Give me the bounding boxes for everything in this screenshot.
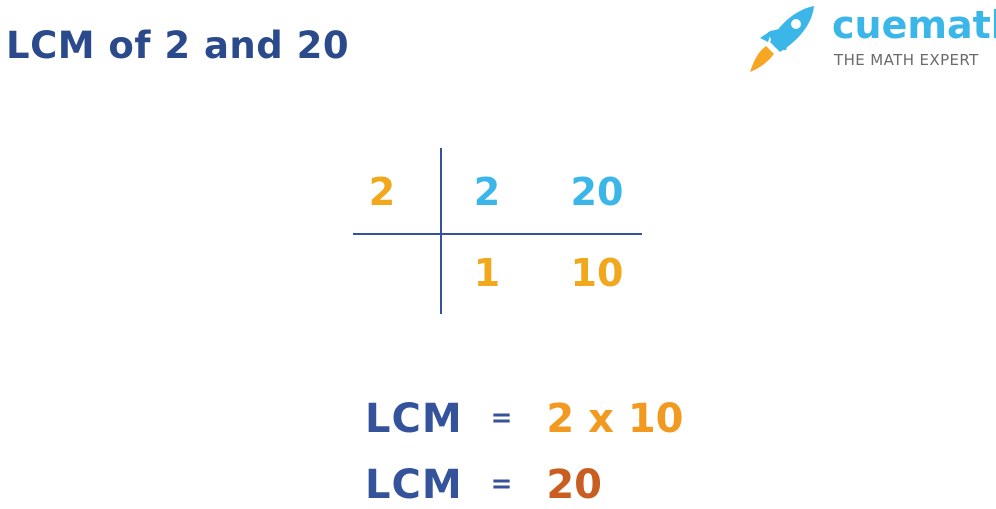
quotient-2: 10 — [570, 251, 624, 295]
vertical-divider — [440, 148, 442, 314]
equation-1-rhs: 2 x 10 — [546, 396, 684, 442]
dividend-2: 20 — [570, 170, 624, 214]
divisor: 2 — [368, 170, 396, 214]
equation-2-sign: = — [490, 469, 513, 499]
quotient-1: 1 — [473, 251, 501, 295]
equation-1-lhs: LCM — [365, 396, 463, 442]
dividend-1: 2 — [473, 170, 501, 214]
rocket-icon — [750, 6, 814, 72]
equation-2-lhs: LCM — [365, 462, 463, 508]
equation-1: LCM = 2 x 10 — [365, 396, 683, 442]
equation-1-sign: = — [490, 403, 513, 433]
page-title: LCM of 2 and 20 — [6, 24, 350, 67]
horizontal-divider — [353, 233, 642, 235]
brand-name: cuemath — [832, 3, 996, 47]
cuemath-logo[interactable]: cuemath THE MATH EXPERT — [742, 0, 996, 80]
equation-2: LCM = 20 — [365, 462, 602, 508]
equation-2-rhs: 20 — [546, 462, 602, 508]
brand-tagline: THE MATH EXPERT — [834, 51, 979, 69]
